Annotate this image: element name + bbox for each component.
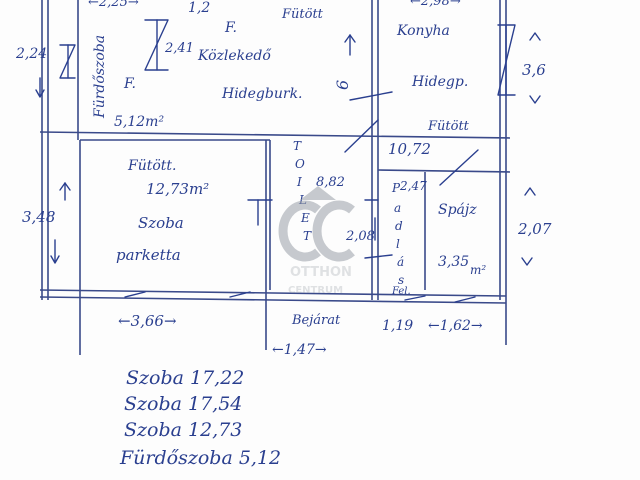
svg-text:á: á	[397, 255, 404, 269]
svg-text:E: E	[300, 211, 310, 225]
otthon-centrum-watermark: OTTHON CENTRUM	[278, 186, 355, 296]
furdoszoba-label: Fürdőszoba	[92, 35, 108, 119]
f-label-left: F.	[123, 76, 136, 92]
svg-text:T: T	[293, 139, 302, 153]
toilet-label: T O I L E T	[293, 139, 312, 243]
watermark-line1: OTTHON	[290, 265, 352, 280]
futott-top: Fütött	[281, 7, 324, 22]
area-5-12: 5,12m²	[114, 114, 164, 130]
top-mid-label: 1,2	[188, 0, 210, 16]
dim-2-24: 2,24	[15, 46, 47, 62]
dim-3-48: 3,48	[22, 208, 55, 226]
hidegp-label: Hidegp.	[411, 74, 468, 90]
dim-6: 6	[333, 80, 352, 90]
summary-line: Szoba 12,73	[124, 419, 242, 441]
area-10-72: 10,72	[388, 140, 431, 158]
dim-1-62: ←1,62→	[428, 318, 483, 334]
feljaro-label: Fel.	[391, 286, 411, 297]
summary-line: Fürdőszoba 5,12	[119, 447, 281, 469]
konyha-label: Konyha	[396, 23, 450, 39]
f-label-top: F.	[224, 20, 237, 36]
kozlekedo-label: Közlekedő	[197, 48, 272, 64]
top-left-dimension: ←2,25→	[88, 0, 139, 10]
dim-3-66: ←3,66→	[118, 312, 177, 330]
dim-2-08: 2,08	[345, 229, 375, 244]
hidegburk-label: Hidegburk.	[221, 86, 303, 102]
dimension-marks	[35, 19, 541, 303]
walls	[39, 0, 511, 355]
watermark-line2: CENTRUM	[288, 285, 343, 296]
top-right-dimension: ←2,98→	[410, 0, 461, 9]
dim-1-47: ←1,47→	[272, 342, 327, 358]
logo-c-shape	[312, 200, 355, 262]
svg-text:a: a	[394, 201, 401, 215]
dim-2-07: 2,07	[517, 220, 552, 238]
svg-text:d: d	[395, 219, 403, 233]
szoba-label: Szoba	[138, 214, 184, 232]
parketta-label: parketta	[116, 246, 181, 264]
summary-line: Szoba 17,54	[124, 393, 242, 415]
summary-line: Szoba 17,22	[126, 367, 244, 389]
svg-text:P: P	[391, 181, 401, 195]
bejarat-label: Bejárat	[291, 313, 341, 328]
area-summary: Szoba 17,22 Szoba 17,54 Szoba 12,73 Fürd…	[119, 367, 281, 469]
dim-3-6: 3,6	[522, 61, 546, 79]
padlas-label: P a d l á s	[391, 181, 404, 287]
m2-label: m²	[470, 263, 486, 277]
dim-8-82: 8,82	[316, 175, 345, 190]
futott-kitchen: Fütött	[427, 119, 470, 134]
futott-room: Fütött.	[127, 158, 177, 174]
svg-text:s: s	[398, 273, 404, 287]
dim-2-47: 2,47	[399, 179, 427, 193]
logo-o-shape	[278, 200, 321, 262]
svg-text:I: I	[296, 175, 302, 189]
svg-text:T: T	[303, 229, 312, 243]
dim-1-19: 1,19	[382, 318, 413, 334]
area-3-35: 3,35	[438, 254, 469, 270]
spajz-label: Spájz	[438, 202, 477, 218]
svg-text:l: l	[396, 237, 400, 251]
svg-text:O: O	[295, 157, 305, 171]
dim-2-41: 2,41	[164, 41, 194, 56]
area-12-73: 12,73m²	[146, 180, 209, 198]
plan-labels: ←2,25→ 1,2 F. Fütött ←2,98→ Konyha 2,24 …	[15, 0, 552, 358]
logo-roof-icon	[300, 186, 336, 200]
